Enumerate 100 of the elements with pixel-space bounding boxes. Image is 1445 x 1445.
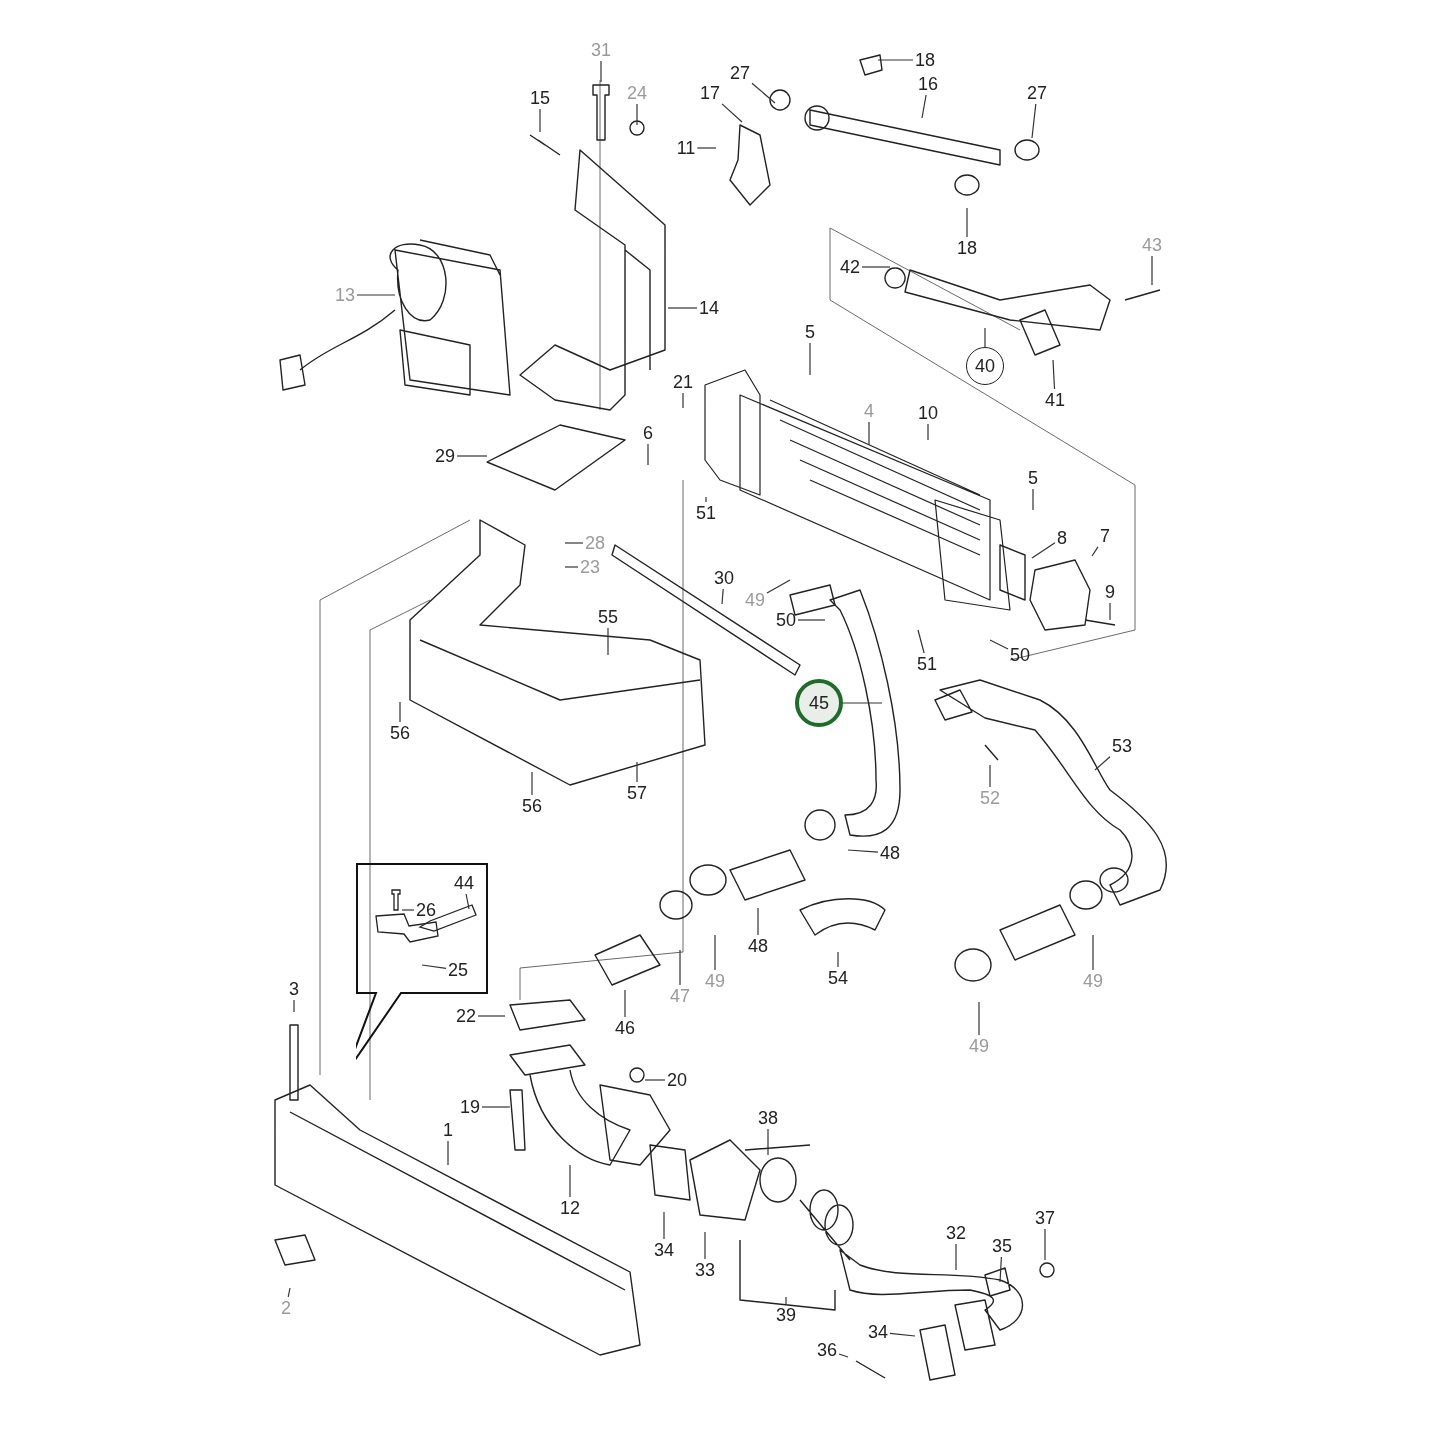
callout-number: 12 [560,1198,580,1218]
leader-line [667,307,698,309]
leader-line [1151,255,1153,286]
callout-number: 39 [776,1305,796,1325]
callout-number: 20 [667,1070,687,1090]
callout-number: 8 [1057,528,1067,548]
leader-line [564,566,579,568]
callout-number: 51 [917,654,937,674]
callout-number: 31 [591,40,611,60]
callout-number: 19 [460,1097,480,1117]
callout-number: 16 [918,74,938,94]
leader-line [293,999,295,1013]
callout-number: 35 [992,1236,1012,1256]
leader-line [868,421,870,446]
callout-number: 49 [969,1036,989,1056]
callout-number: 33 [695,1260,715,1280]
callout-number: 43 [1142,235,1162,255]
leader-line [287,1287,291,1298]
callout-number: 52 [980,788,1000,808]
callout-number: 22 [456,1006,476,1026]
leader-line [999,1256,1002,1283]
callout-number: 46 [615,1018,635,1038]
leader-line [636,761,638,783]
callout-number: 49 [1083,971,1103,991]
leader-line [1092,934,1094,971]
callout-number: 17 [700,83,720,103]
callout-number: 13 [335,285,355,305]
callout-number: 50 [776,610,796,630]
callout-number: 4 [864,401,874,421]
callout-number: 56 [390,723,410,743]
leader-line [531,771,533,796]
callout-number: 36 [817,1340,837,1360]
leader-line [766,579,791,594]
leader-line [1109,602,1111,621]
callout-number: 53 [1112,736,1132,756]
callout-number: 50 [1010,645,1030,665]
callout-number: 42 [840,257,860,277]
leader-line [421,964,447,969]
callout-number: 14 [699,298,719,318]
leader-line [1094,756,1111,771]
leader-line [539,108,541,133]
leader-line [679,949,681,986]
callout-number: 18 [915,50,935,70]
callout-number: 48 [748,936,768,956]
leader-line [1032,488,1034,511]
leader-line [838,1353,849,1358]
leader-line [704,1231,706,1260]
leader-line [564,542,584,544]
callout-number: 55 [598,607,618,627]
circled-callout-number: 40 [966,347,1004,385]
callout-number: 2 [281,1298,291,1318]
callout-number: 28 [585,533,605,553]
callout-number: 1 [443,1120,453,1140]
leader-line [989,639,1009,650]
leader-line [785,1296,787,1305]
leader-line [721,588,724,605]
leader-line [842,702,883,704]
leader-line [682,392,684,409]
leader-line [1052,359,1056,390]
leader-line [837,951,839,968]
leader-line [917,629,925,654]
leader-line [465,893,470,910]
callout-number: 56 [522,796,542,816]
leader-line [705,496,707,503]
callout-number: 49 [705,971,725,991]
callout-number: 5 [805,322,815,342]
leader-line [847,849,879,853]
callout-number: 38 [758,1108,778,1128]
leader-line [861,266,891,268]
leader-line [989,764,991,788]
leader-line [644,1079,666,1081]
callout-number: 15 [530,88,550,108]
leader-line [978,1001,980,1036]
callout-number: 29 [435,446,455,466]
callout-number: 48 [880,843,900,863]
callout-number: 37 [1035,1208,1055,1228]
callout-number: 34 [654,1240,674,1260]
callout-number: 27 [730,63,750,83]
leader-line [399,701,401,723]
leader-line [927,423,929,441]
callout-number: 32 [946,1223,966,1243]
leader-line [877,59,914,61]
callout-number: 41 [1045,390,1065,410]
leader-line [477,1015,506,1017]
leader-line [797,619,826,621]
callout-number: 47 [670,986,690,1006]
callout-number: 3 [289,979,299,999]
callout-number: 5 [1028,468,1038,488]
leader-line [647,443,649,466]
leader-line [696,147,717,149]
leader-line [1031,103,1037,139]
leader-line [356,294,396,296]
callout-number: 27 [1027,83,1047,103]
leader-line [1091,546,1099,557]
leader-line [663,1211,665,1240]
callout-number: 18 [957,238,977,258]
callout-number: 6 [643,423,653,443]
leader-line [889,1332,916,1337]
circled-callout-number: 45 [795,679,843,727]
leader-line [569,1164,571,1198]
